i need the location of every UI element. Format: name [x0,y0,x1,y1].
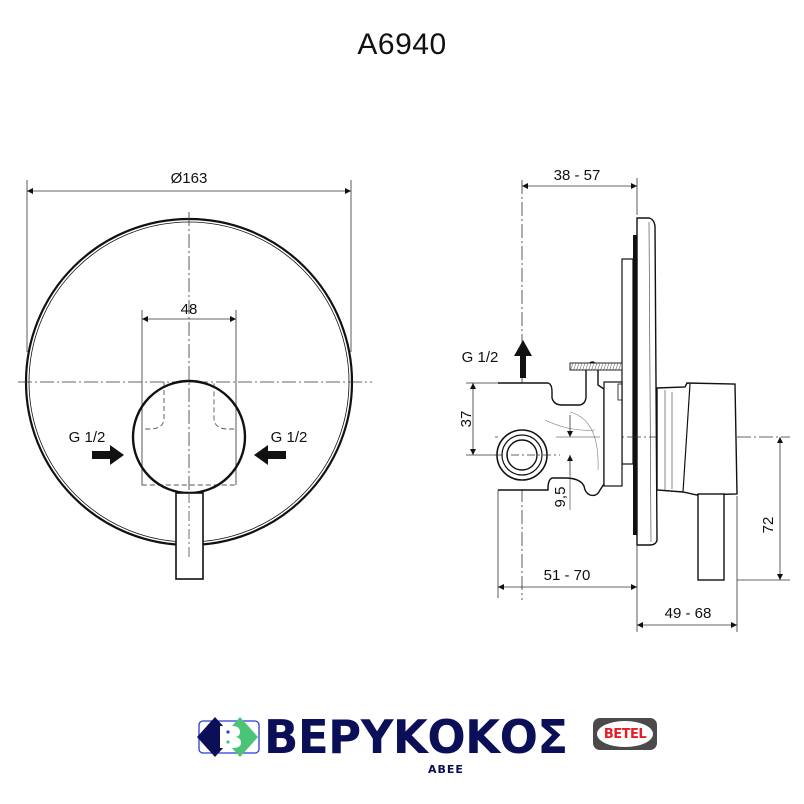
rosette-plate-edge [648,221,652,543]
front-view: Ø163 48 G 1/2 G 1/2 [18,170,372,580]
rosette-plate-profile [636,217,658,546]
handle-body-profile [656,382,738,496]
side-view: 38 - 57 G 1/2 [458,167,790,632]
handle-depth-label: 49 - 68 [665,605,712,622]
depth-top-label: 38 - 57 [554,167,601,184]
brand-name: ΒΕΡΥΚΟΚΟΣ [264,710,568,764]
width-label: 48 [181,301,198,318]
left-inlet-arrow-icon [92,445,124,465]
threaded-rod [569,362,623,371]
drawing-title: A6940 [357,28,447,61]
lever [175,492,204,580]
rosette-seal [633,235,637,535]
cartridge-housing [603,381,623,487]
outlet-label: G 1/2 [462,349,499,366]
betel-logo-oval: BETEL [597,721,653,747]
valve-body-contour [569,411,599,471]
outlet-arrow-up-icon [514,340,532,378]
small-offset-label: 9,5 [552,487,569,508]
lever-side-profile [697,493,725,581]
betel-logo: BETEL [593,718,657,750]
lever-length-label: 72 [760,517,777,534]
body-depth-label: 51 - 70 [544,567,591,584]
betel-logo-text: BETEL [603,727,647,742]
brand-suffix: ΑΒΕΕ [428,763,464,776]
left-inlet-label: G 1/2 [69,429,106,446]
cartridge-clip [617,383,623,401]
hidden-body-outline [141,382,237,486]
handle-hub-circle [131,379,247,495]
footer-brand-logos: ΒΕΡΥΚΟΚΟΣ ΑΒΕΕ BETEL [196,710,666,776]
handle-body-edge [682,383,691,493]
sleeve-profile [621,258,634,465]
diameter-label: Ø163 [171,170,208,187]
right-inlet-arrow-icon [254,445,286,465]
right-inlet-label: G 1/2 [271,429,308,446]
brand-emblem-icon [197,717,260,757]
offset-label: 37 [458,411,475,428]
